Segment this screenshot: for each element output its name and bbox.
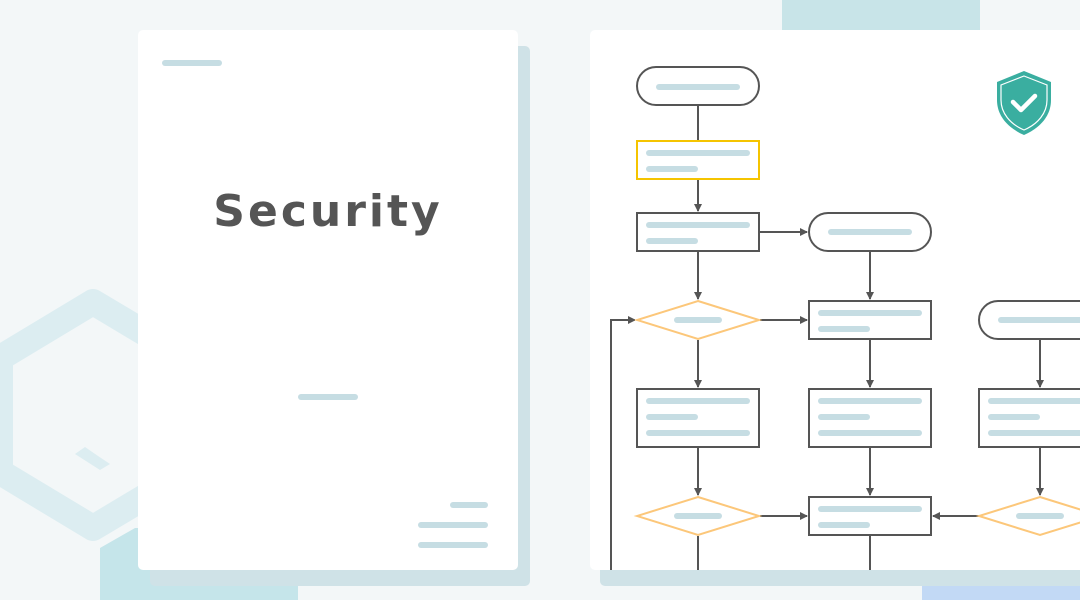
bg-block-bottom-right bbox=[922, 585, 1080, 600]
title-card bbox=[138, 30, 518, 570]
card-title: Security bbox=[213, 186, 443, 237]
shield-check-icon bbox=[997, 71, 1051, 135]
card-placeholder-lines bbox=[162, 60, 488, 548]
flowchart-placeholder-lines bbox=[646, 84, 1080, 528]
bg-block-top bbox=[782, 0, 980, 30]
bg-hexagon-dash bbox=[75, 447, 110, 470]
